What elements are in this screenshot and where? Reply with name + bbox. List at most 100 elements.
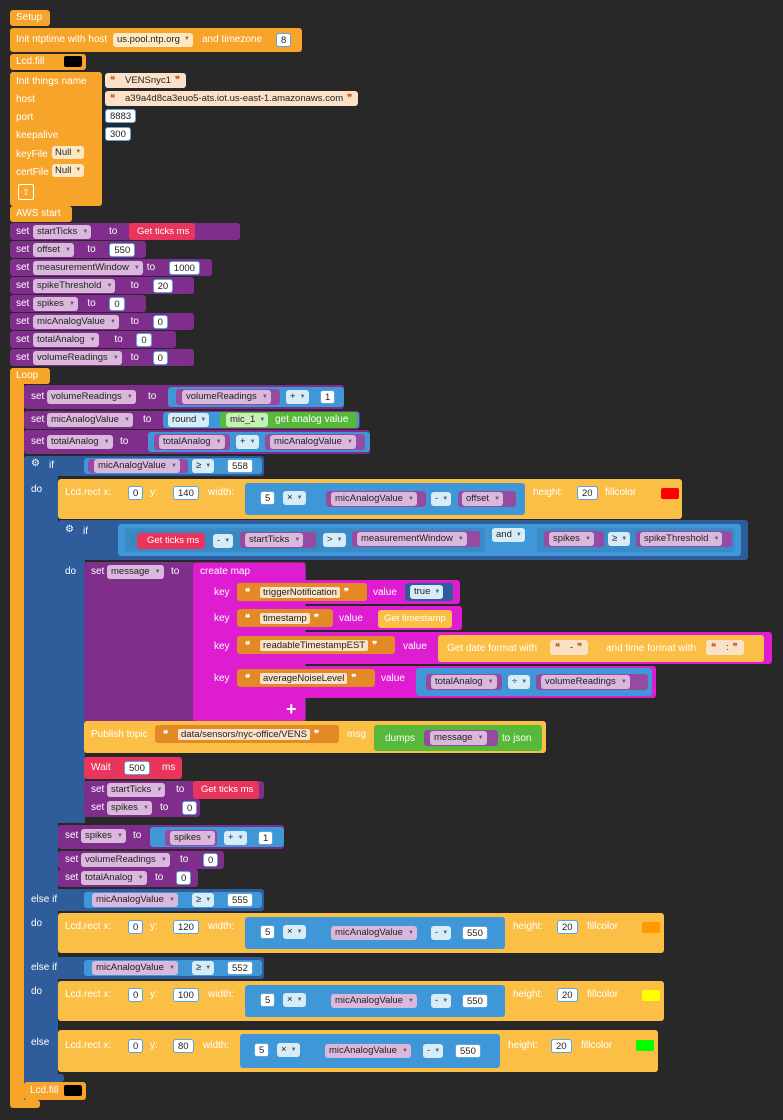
operator-dropdown[interactable]: × <box>277 1043 300 1057</box>
var-dropdown[interactable]: micAnalogValue <box>33 315 119 329</box>
operator-dropdown[interactable]: × <box>283 993 306 1007</box>
bool-dropdown[interactable]: true <box>410 585 444 599</box>
round-dropdown[interactable]: round <box>168 413 210 427</box>
number-input[interactable]: 0 <box>176 871 192 885</box>
operator-dropdown[interactable]: ≥ <box>192 961 215 975</box>
things-name-input[interactable]: ❝VENSnyc1❞ <box>105 73 187 88</box>
var-dropdown[interactable]: micAnalogValue <box>331 926 417 940</box>
number-input[interactable]: 5 <box>260 925 276 939</box>
var-dropdown[interactable]: offset <box>462 492 504 506</box>
fillcolor-yellow-swatch[interactable] <box>642 990 660 1001</box>
topic-string[interactable]: ❝data/sensors/nyc-office/VENS❞ <box>163 729 320 740</box>
number-input[interactable]: 20 <box>152 279 174 293</box>
var-dropdown[interactable]: totalAnalog <box>159 435 225 449</box>
var-dropdown[interactable]: totalAnalog <box>81 871 147 885</box>
var-dropdown[interactable]: micAnalogValue <box>325 1044 411 1058</box>
number-input[interactable]: 5 <box>260 491 276 505</box>
var-dropdown[interactable]: startTicks <box>245 533 304 547</box>
get-ticks-block[interactable]: Get ticks ms <box>193 781 260 799</box>
gear-icon[interactable]: ⚙ <box>31 458 40 469</box>
number-input[interactable]: 1 <box>320 390 336 404</box>
key-string[interactable]: ❝averageNoiseLevel❞ <box>245 673 357 684</box>
var-dropdown[interactable]: offset <box>33 243 75 257</box>
ntp-timezone-input[interactable]: 8 <box>276 33 292 47</box>
var-dropdown[interactable]: measurementWindow <box>33 261 143 275</box>
number-input[interactable]: 0 <box>152 315 168 329</box>
height-input[interactable]: 20 <box>557 988 578 1002</box>
number-input[interactable]: 1 <box>258 831 274 845</box>
var-dropdown[interactable]: volumeReadings <box>33 351 122 365</box>
y-input[interactable]: 80 <box>173 1039 194 1053</box>
operator-dropdown[interactable]: ≥ <box>192 893 215 907</box>
number-input[interactable]: 550 <box>462 926 488 940</box>
operator-dropdown[interactable]: + <box>286 390 309 404</box>
var-dropdown[interactable]: volumeReadings <box>81 853 170 867</box>
lcd-fill-color[interactable] <box>64 1085 82 1096</box>
var-dropdown[interactable]: spikes <box>81 829 126 843</box>
keyfile-dropdown[interactable]: Null <box>52 146 85 159</box>
setup-hat[interactable] <box>10 10 50 26</box>
y-input[interactable]: 140 <box>173 486 199 500</box>
number-input[interactable]: 550 <box>462 994 488 1008</box>
operator-dropdown[interactable]: - <box>431 926 452 940</box>
var-dropdown[interactable]: message <box>107 565 164 579</box>
var-dropdown[interactable]: measurementWindow <box>357 532 467 546</box>
x-input[interactable]: 0 <box>128 920 144 934</box>
key-string[interactable]: ❝readableTimestampEST❞ <box>245 640 378 651</box>
operator-dropdown[interactable]: ≥ <box>192 459 215 473</box>
pin-dropdown[interactable]: mic_1 <box>226 413 269 427</box>
number-input[interactable]: 555 <box>227 893 253 907</box>
var-dropdown[interactable]: totalAnalog <box>431 675 497 689</box>
var-dropdown[interactable]: spikes <box>170 831 215 845</box>
and-dropdown[interactable]: and <box>492 528 525 542</box>
x-input[interactable]: 0 <box>128 486 144 500</box>
lcd-fill-color[interactable] <box>64 56 82 67</box>
operator-dropdown[interactable]: ≥ <box>608 532 631 546</box>
certfile-dropdown[interactable]: Null <box>52 164 85 177</box>
number-input[interactable]: 0 <box>109 297 125 311</box>
var-dropdown[interactable]: micAnalogValue <box>47 413 133 427</box>
operator-dropdown[interactable]: × <box>283 925 306 939</box>
var-dropdown[interactable]: spikes <box>33 297 78 311</box>
var-dropdown[interactable]: spikeThreshold <box>33 279 116 293</box>
y-input[interactable]: 100 <box>173 988 199 1002</box>
var-dropdown[interactable]: micAnalogValue <box>331 994 417 1008</box>
var-dropdown[interactable]: micAnalogValue <box>331 492 417 506</box>
height-input[interactable]: 20 <box>577 486 598 500</box>
add-entry-icon[interactable]: + <box>286 699 297 719</box>
number-input[interactable]: 0 <box>182 801 198 815</box>
operator-dropdown[interactable]: - <box>431 994 452 1008</box>
var-dropdown[interactable]: message <box>430 731 487 745</box>
things-init-block[interactable] <box>10 72 102 206</box>
var-dropdown[interactable]: micAnalogValue <box>94 459 180 473</box>
host-input[interactable]: ❝a39a4d8ca3euo5-ats.iot.us-east-1.amazon… <box>105 91 359 106</box>
var-dropdown[interactable]: volumeReadings <box>182 390 271 404</box>
number-input[interactable]: 550 <box>109 243 136 257</box>
number-input[interactable]: 5 <box>254 1043 270 1057</box>
var-dropdown[interactable]: spikes <box>549 532 594 546</box>
var-dropdown[interactable]: spikes <box>107 801 152 815</box>
port-input[interactable]: 8883 <box>105 109 137 123</box>
operator-dropdown[interactable]: > <box>323 533 346 547</box>
key-string[interactable]: ❝triggerNotification❞ <box>245 587 350 598</box>
keepalive-input[interactable]: 300 <box>105 127 131 141</box>
number-input[interactable]: 550 <box>455 1044 481 1058</box>
file-icon[interactable]: ⇧ <box>18 184 34 200</box>
operator-dropdown[interactable]: - <box>423 1044 444 1058</box>
fillcolor-orange-swatch[interactable] <box>642 922 660 933</box>
var-dropdown[interactable]: micAnalogValue <box>92 893 178 907</box>
get-timestamp-block[interactable]: Get timestamp <box>378 610 452 628</box>
number-input[interactable]: 0 <box>136 333 152 347</box>
aws-start-block[interactable] <box>10 206 72 222</box>
var-dropdown[interactable]: totalAnalog <box>47 435 113 449</box>
date-sep-string[interactable]: ❝-❞ <box>550 640 589 655</box>
operator-dropdown[interactable]: ÷ <box>508 675 531 689</box>
operator-dropdown[interactable]: + <box>236 435 259 449</box>
get-ticks-block[interactable]: Get ticks ms <box>129 223 196 240</box>
setup-set-spikes[interactable] <box>10 295 146 312</box>
fillcolor-red-swatch[interactable] <box>661 488 679 499</box>
fillcolor-green-swatch[interactable] <box>636 1040 654 1051</box>
var-dropdown[interactable]: totalAnalog <box>33 333 99 347</box>
number-input[interactable]: 0 <box>152 351 168 365</box>
get-ticks-block[interactable]: Get ticks ms <box>137 533 206 549</box>
